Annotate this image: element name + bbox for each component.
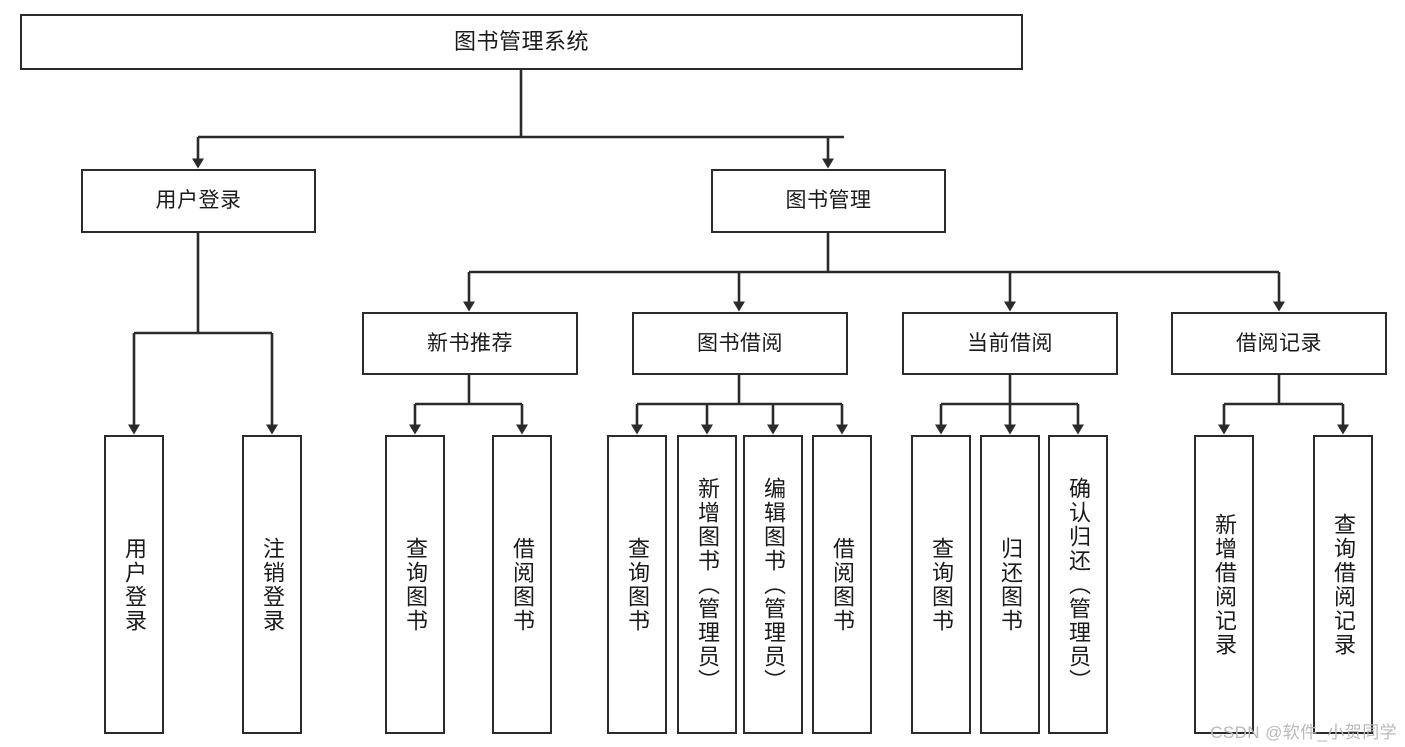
node-label: 借阅图书 [830, 536, 855, 633]
node-label: 新增借阅记录 [1212, 512, 1237, 657]
node-current-borrow[interactable]: 当前借阅 [902, 312, 1118, 375]
node-book-management[interactable]: 图书管理 [711, 169, 946, 233]
node-label: 借阅记录 [1236, 331, 1322, 355]
leaf-user-login[interactable]: 用户登录 [104, 435, 164, 734]
node-label: 查询图书 [625, 536, 650, 633]
leaf-return-books[interactable]: 归还图书 [980, 435, 1040, 734]
node-label: 查询借阅记录 [1331, 512, 1356, 657]
node-label: 图书借阅 [697, 331, 783, 355]
node-label: 借阅图书 [510, 536, 535, 633]
leaf-query-books-current[interactable]: 查询图书 [911, 435, 971, 734]
node-label: 确认归还（管理员） [1066, 476, 1091, 693]
leaf-add-borrow-record[interactable]: 新增借阅记录 [1194, 435, 1254, 734]
leaf-borrow-books[interactable]: 借阅图书 [812, 435, 872, 734]
node-label: 新增图书（管理员） [695, 476, 720, 693]
node-label: 用户登录 [155, 189, 242, 213]
leaf-edit-book-admin[interactable]: 编辑图书（管理员） [743, 435, 803, 734]
node-label: 用户登录 [122, 536, 147, 633]
node-user-login[interactable]: 用户登录 [81, 169, 316, 233]
node-label: 归还图书 [998, 536, 1023, 633]
node-new-book-recommend[interactable]: 新书推荐 [362, 312, 578, 375]
node-label: 图书管理 [785, 189, 872, 213]
node-label: 新书推荐 [427, 331, 513, 355]
node-label: 查询图书 [403, 536, 428, 633]
leaf-confirm-return-admin[interactable]: 确认归还（管理员） [1048, 435, 1108, 734]
watermark: CSDN @软件_小贺同学 [1210, 723, 1397, 742]
node-label: 当前借阅 [967, 331, 1053, 355]
node-borrow-records[interactable]: 借阅记录 [1171, 312, 1387, 375]
node-root-system[interactable]: 图书管理系统 [20, 14, 1023, 70]
node-label: 查询图书 [929, 536, 954, 633]
leaf-borrow-books-recommend[interactable]: 借阅图书 [492, 435, 552, 734]
leaf-query-books-borrow[interactable]: 查询图书 [607, 435, 667, 734]
leaf-query-books-recommend[interactable]: 查询图书 [385, 435, 445, 734]
leaf-logout[interactable]: 注销登录 [242, 435, 302, 734]
node-book-borrow[interactable]: 图书借阅 [632, 312, 848, 375]
leaf-query-borrow-record[interactable]: 查询借阅记录 [1313, 435, 1373, 734]
node-label: 图书管理系统 [453, 28, 589, 54]
node-label: 注销登录 [260, 536, 285, 633]
leaf-add-book-admin[interactable]: 新增图书（管理员） [677, 435, 737, 734]
node-label: 编辑图书（管理员） [761, 476, 786, 693]
